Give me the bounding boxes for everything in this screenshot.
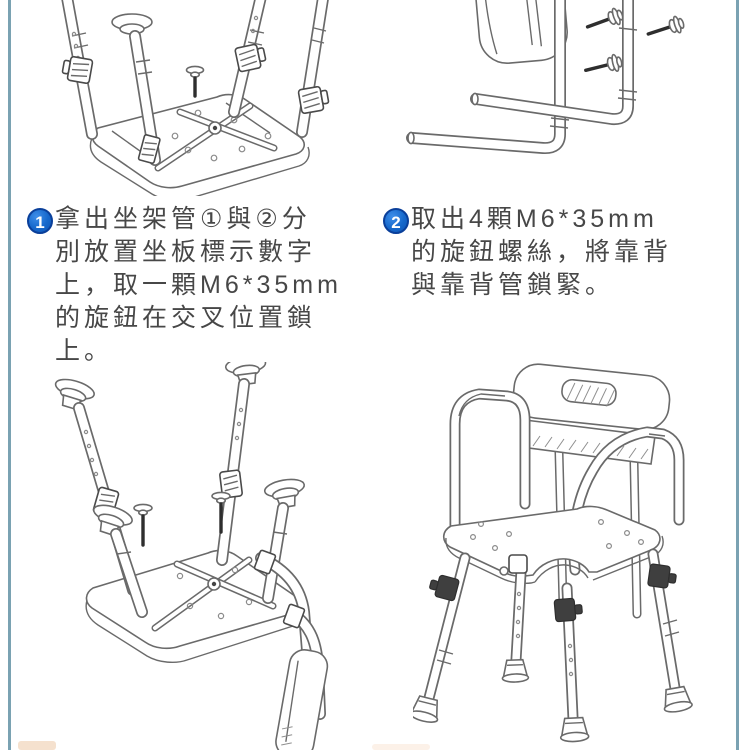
step-1-badge: 1 (27, 208, 53, 234)
bottom-cutoff-artifact (18, 741, 56, 750)
figure-inverted-seat-frame (61, 0, 330, 196)
figure-assembled-chair (413, 363, 693, 743)
step-2-badge: 2 (383, 208, 409, 234)
knob-screw-icon (185, 65, 205, 98)
knob-screw-icon (133, 503, 153, 547)
figure-inverted-seat-with-backrest (54, 362, 329, 750)
wing-knob-screw-icon (584, 53, 623, 72)
figure-backrest-parts (406, 0, 685, 155)
right-frame-line (736, 0, 739, 750)
bottom-cutoff-artifact (372, 744, 430, 750)
step-1-text: 拿出坐架管①與②分 別放置坐板標示數字 上，取一顆M6*35mm 的旋鈕在交叉位… (55, 205, 342, 365)
knob-screw-icon (211, 491, 231, 534)
wing-knob-screw-icon (646, 15, 685, 36)
step-2-text: 取出4顆M6*35mm 的旋鈕螺絲，將靠背 與靠背管鎖緊。 (411, 205, 673, 299)
left-frame-line (8, 0, 11, 750)
wing-knob-screw-icon (585, 7, 624, 29)
